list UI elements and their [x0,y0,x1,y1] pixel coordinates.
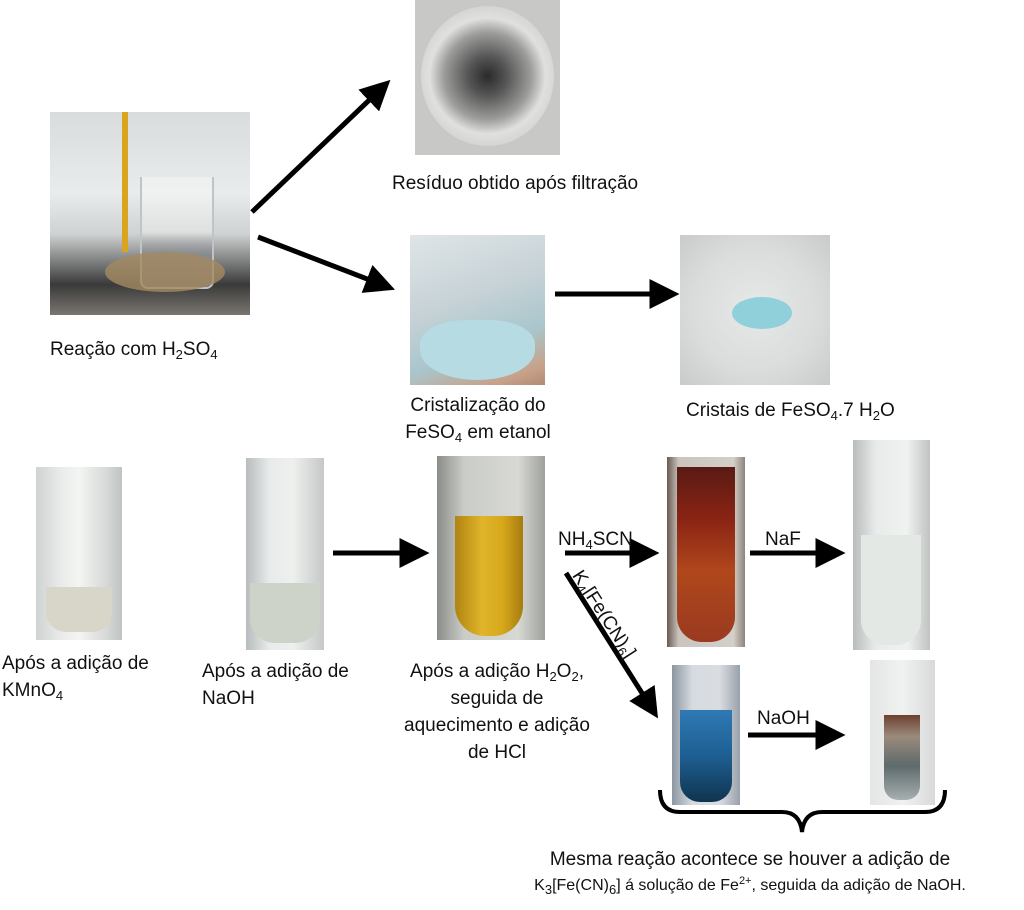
text: , seguida da adição de NaOH. [751,877,966,894]
photo-flask-crystallization [410,235,545,385]
text: KMnO [2,680,56,701]
photo-tube-naoh [246,458,324,650]
subscript: 2 [872,408,880,423]
photo-tube-nh4scn [667,457,745,647]
label-naoh-arrow: NaOH [757,708,810,729]
text: SO [182,339,211,360]
text: de HCl [467,742,527,763]
arrow-k4fecn6 [563,571,659,719]
subscript: 4 [55,688,64,703]
photo-tube-h2o2-hcl [437,456,545,640]
text: em etanol [462,422,551,443]
text: Após a adição de [2,653,149,674]
subscript: 4 [585,537,593,552]
label-reaction-h2so4: Reação com H2SO4 [50,336,218,363]
subscript: 2 [549,669,557,684]
photo-feso4-crystals [680,235,830,385]
text: Cristais de FeSO [686,400,831,421]
label-h2o2-hcl: Após a adição H2O2, seguida de aquecimen… [387,658,607,766]
subscript: 4 [830,408,838,423]
text: SCN [592,529,633,550]
text: Cristalização do [410,395,546,416]
label-naoh-tube: Após a adição de NaOH [202,658,349,712]
subscript: 4 [210,347,218,362]
text: O [879,400,895,421]
label-crystals: Cristais de FeSO4.7 H2O [686,397,895,424]
subscript: 4 [454,430,463,445]
text: Mesma reação acontece se houver a adição… [549,849,951,870]
label-residue: Resíduo obtido após filtração [392,173,639,194]
photo-petri-residue [415,0,560,155]
text: FeSO [405,422,455,443]
label-naf: NaF [765,529,801,550]
subscript: 3 [544,882,553,897]
text: [Fe(CN) [552,877,609,894]
label-crystallization: Cristalização do FeSO4 em etanol [378,392,578,446]
text: .7 H [837,400,873,421]
photo-tube-naf [853,440,930,650]
text: K [534,877,545,894]
subscript: 2 [571,669,579,684]
arrow-to-crystallization [257,234,396,293]
photo-tube-k4fecn6 [672,665,740,805]
text: , [578,661,584,682]
text: aquecimento e adição [404,715,590,736]
text: Após a adição de [202,661,349,682]
subscript: 6 [608,882,617,897]
text: O [556,661,572,682]
footnote: Mesma reação acontece se houver a adição… [470,846,1024,899]
text: ] á solução de Fe [616,877,739,894]
text: Reação com H [50,339,176,360]
arrow-to-residue [250,79,391,214]
photo-beaker-h2so4 [50,112,250,315]
text: Após a adição H [410,661,550,682]
text: NH [558,529,586,550]
photo-tube-kmno4 [36,467,122,640]
subscript: 2 [175,347,183,362]
brace [658,789,947,833]
text: seguida de [450,688,544,709]
photo-tube-naoh-result [870,660,935,805]
superscript: 2+ [738,875,752,887]
label-kmno4: Após a adição de KMnO4 [2,650,149,704]
label-nh4scn: NH4SCN [558,526,633,553]
text: NaOH [202,688,255,709]
